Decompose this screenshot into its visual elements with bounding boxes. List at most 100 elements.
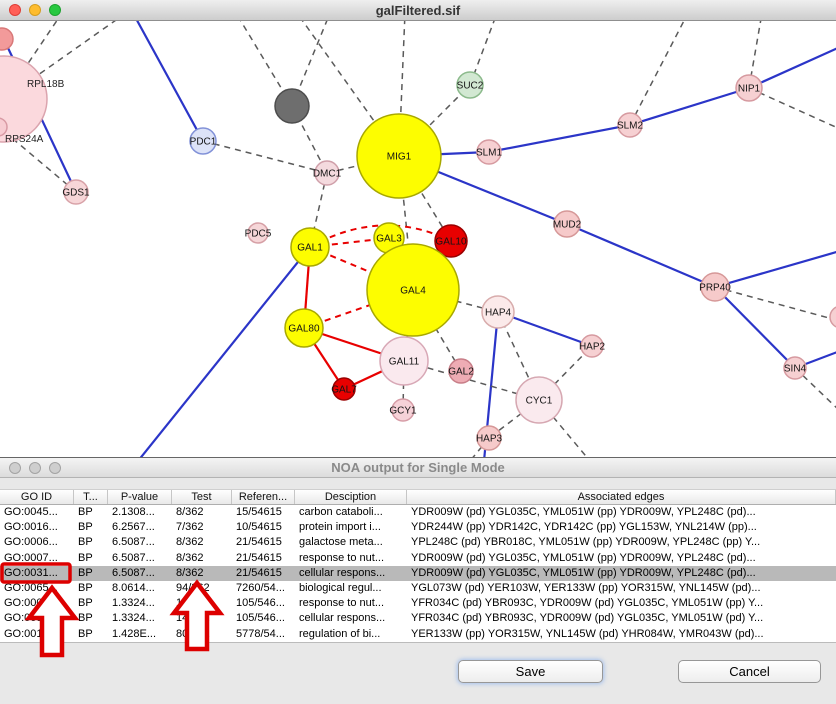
graph-node-PDC1[interactable]: PDC1 [189, 127, 217, 155]
table-cell: cellular respons... [299, 612, 386, 625]
close-icon[interactable] [9, 4, 21, 16]
noa-window-titlebar[interactable]: NOA output for Single Mode [0, 458, 836, 478]
graph-edge[interactable] [748, 47, 836, 90]
svg-text:GDS1: GDS1 [62, 188, 90, 199]
svg-text:SIN4: SIN4 [784, 364, 807, 375]
graph-node-MUD2[interactable]: MUD2 [553, 210, 582, 238]
cancel-button[interactable]: Cancel [678, 660, 821, 683]
table-cell: 7/362 [176, 521, 204, 534]
graph-node-GAL2[interactable]: GAL2 [448, 358, 474, 384]
table-cell: GO:0031... [4, 566, 58, 579]
graph-node-DMC1[interactable]: DMC1 [313, 160, 342, 186]
minimize-icon[interactable] [29, 461, 41, 474]
graph-edge[interactable] [5, 132, 77, 193]
column-header-p-value[interactable]: P-value [108, 490, 172, 504]
table-cell: GO:0016... [4, 521, 58, 534]
graph-node-HAP4[interactable]: HAP4 [481, 295, 515, 329]
graph-edge[interactable] [714, 251, 836, 289]
graph-node-GAL10[interactable]: GAL10 [434, 224, 468, 258]
column-header-referen[interactable]: Referen... [232, 490, 295, 504]
table-cell: galactose meta... [299, 536, 383, 549]
graph-node-HAP2[interactable]: HAP2 [579, 334, 606, 358]
column-header-desciption[interactable]: Desciption [295, 490, 407, 504]
graph-edge[interactable] [488, 123, 631, 154]
graph-node-RPL18B-node[interactable] [0, 55, 48, 143]
graph-node-PRP40[interactable]: PRP40 [699, 272, 731, 302]
graph-node-corner-node[interactable] [0, 27, 14, 51]
graph-node-SLM2[interactable]: SLM2 [617, 112, 644, 138]
svg-text:MIG1: MIG1 [387, 152, 412, 163]
graph-node-GCY1[interactable]: GCY1 [389, 398, 417, 422]
table-cell: 6.5087... [112, 551, 155, 564]
table-cell: 8/362 [176, 566, 204, 579]
graph-edge[interactable] [303, 289, 414, 329]
graph-edge[interactable] [202, 140, 328, 174]
zoom-icon[interactable] [49, 4, 61, 16]
column-header-associated-edges[interactable]: Associated edges [407, 490, 836, 504]
graph-node-edge-node-right[interactable] [829, 306, 836, 328]
graph-edge[interactable] [566, 222, 716, 289]
table-cell: GO:0007... [4, 551, 58, 564]
table-cell: YFR034C (pd) YBR093C, YDR009W (pd) YGL03… [411, 597, 764, 610]
graph-node-SUC2[interactable]: SUC2 [456, 71, 484, 99]
graph-edge[interactable] [629, 86, 750, 127]
graph-node-RPS24A-node[interactable] [0, 117, 8, 137]
svg-text:SLM1: SLM1 [476, 148, 503, 159]
table-cell: 8/362 [176, 551, 204, 564]
graph-edge[interactable] [297, 21, 400, 157]
graph-node-MIG1[interactable]: MIG1 [356, 113, 442, 199]
column-header-go-id[interactable]: GO ID [0, 490, 74, 504]
table-cell: BP [78, 536, 93, 549]
window-title: galFiltered.sif [375, 2, 461, 18]
table-cell: carbon cataboli... [299, 506, 383, 518]
column-header-test[interactable]: Test [172, 490, 232, 504]
graph-node-GAL80[interactable]: GAL80 [284, 308, 324, 348]
graph-node-PDC5[interactable]: PDC5 [245, 222, 272, 244]
table-cell: GO:0065... [4, 581, 58, 594]
table-cell: 8/362 [176, 536, 204, 549]
zoom-icon[interactable] [49, 461, 61, 474]
network-graph[interactable]: GDS1PDC1MIG1SUC2SLM1SLM2NIP1DMC1PDC5GAL1… [0, 21, 836, 457]
table-cell: response to nut... [299, 597, 384, 610]
graph-node-GAL7[interactable]: GAL7 [331, 377, 357, 401]
graph-node-NIP1[interactable]: NIP1 [735, 74, 763, 102]
network-window-titlebar[interactable]: galFiltered.sif [0, 0, 836, 21]
graph-node-SIN4[interactable]: SIN4 [783, 356, 807, 380]
graph-node-GDS1[interactable]: GDS1 [62, 179, 90, 205]
graph-node-gray-node[interactable] [274, 88, 310, 124]
svg-text:PDC5: PDC5 [245, 229, 272, 240]
graph-edge[interactable] [133, 21, 204, 142]
graph-edge[interactable] [236, 21, 293, 107]
graph-node-HAP3[interactable]: HAP3 [476, 425, 503, 451]
table-cell: 21/54615 [236, 551, 282, 564]
table-cell: 105/546... [236, 597, 285, 610]
save-button[interactable]: Save [458, 660, 603, 683]
table-cell: YGL073W (pd) YER103W, YER133W (pp) YOR31… [411, 581, 761, 594]
traffic-lights-inactive [0, 461, 61, 474]
graph-edge[interactable] [748, 87, 836, 129]
graph-edge[interactable] [138, 246, 311, 457]
graph-edge[interactable] [714, 286, 796, 369]
graph-node-GAL11[interactable]: GAL11 [379, 336, 429, 386]
close-icon[interactable] [9, 461, 21, 474]
table-cell: BP [78, 597, 93, 610]
svg-text:GAL7: GAL7 [331, 385, 357, 396]
graph-node-GAL1[interactable]: GAL1 [290, 227, 330, 267]
graph-node-GAL4[interactable]: GAL4 [366, 243, 460, 337]
table-cell: GO:0010... [4, 627, 58, 640]
graph-node-CYC1[interactable]: CYC1 [515, 376, 563, 424]
table-cell: 2.1308... [112, 506, 155, 518]
graph-node-SLM1[interactable]: SLM1 [476, 139, 503, 165]
column-header-t[interactable]: T... [74, 490, 108, 504]
minimize-icon[interactable] [29, 4, 41, 16]
table-cell: cellular respons... [299, 566, 386, 579]
